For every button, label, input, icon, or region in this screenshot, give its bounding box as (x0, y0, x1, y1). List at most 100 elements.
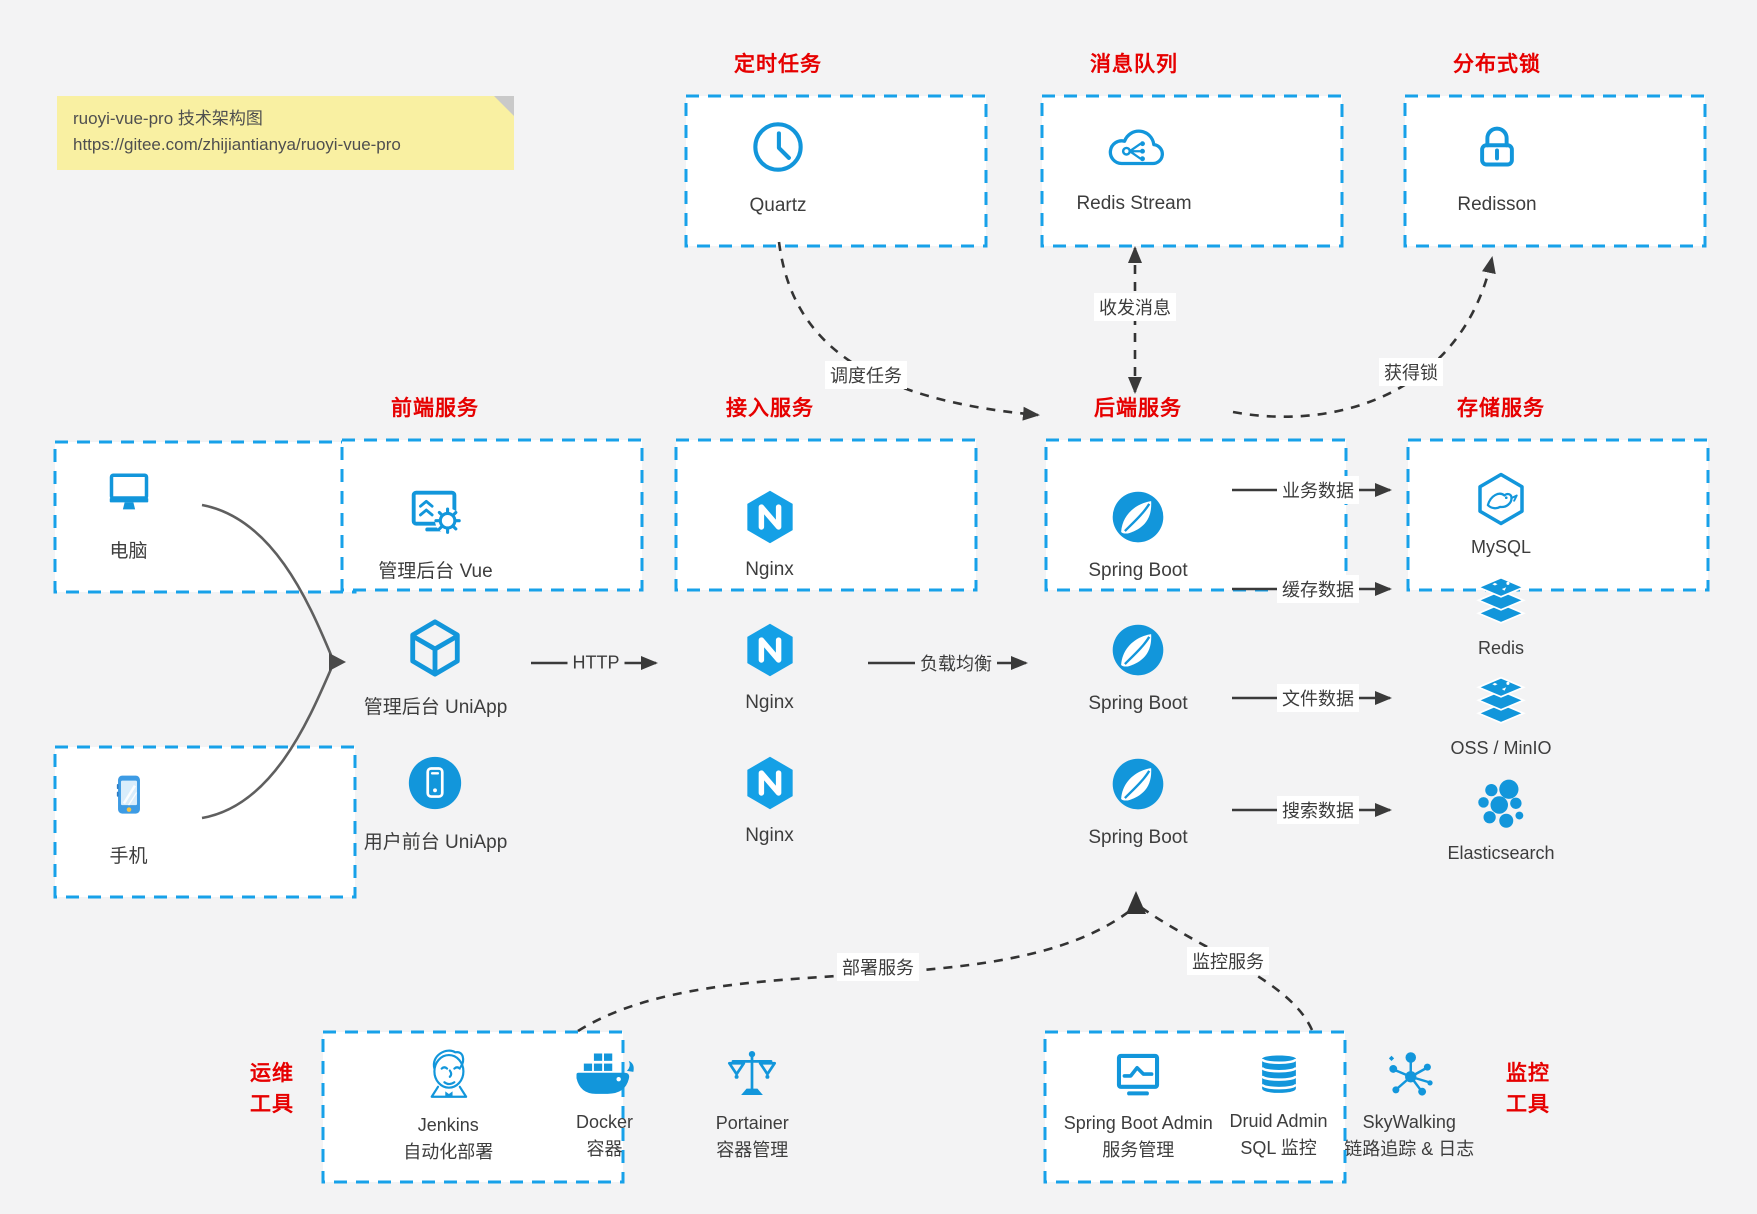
skywalking-sub: 链路追踪 & 日志 (1344, 1139, 1475, 1159)
spring-boot-admin-label: Spring Boot Admin (1063, 1113, 1213, 1133)
docker-whale-icon (571, 1048, 637, 1108)
pc-client-node: 电脑 (53, 440, 357, 594)
elasticsearch-cluster-icon (1473, 777, 1529, 838)
spring-leaf-icon (1108, 620, 1168, 685)
title-backend-services: 后端服务 (1094, 397, 1182, 420)
chart-screen-icon (1109, 1046, 1167, 1109)
nginx-item: Nginx (741, 621, 799, 714)
jenkins-butler-icon (419, 1044, 477, 1111)
smartphone-icon (102, 768, 156, 827)
storage-panel: MySQL Redis (1406, 438, 1710, 895)
edge-label-file-data: 文件数据 (1277, 684, 1359, 712)
elasticsearch-item: Elasticsearch (1447, 777, 1555, 864)
edge-label-business-data: 业务数据 (1277, 476, 1359, 504)
frontend-panel: 管理后台 Vue 管理后台 UniApp (340, 438, 644, 895)
layer-stack-icon (1473, 676, 1529, 733)
edge-label-message: 收发消息 (1094, 293, 1176, 321)
druid-admin-label: Druid Admin (1229, 1111, 1328, 1131)
note-fold-corner (494, 96, 514, 116)
spring-boot-item: Spring Boot (1088, 620, 1188, 715)
monitoring-tools-panel: Spring Boot Admin 服务管理 Druid Admin SQL 监… (1043, 1030, 1493, 1184)
dashed-border (1040, 94, 1344, 248)
skywalking-label: SkyWalking (1362, 1112, 1456, 1132)
gateway-panel: Nginx Nginx Nginx (674, 438, 978, 895)
jenkins-label: Jenkins (417, 1115, 479, 1135)
skywalking-item: SkyWalking 链路追踪 & 日志 (1344, 1047, 1474, 1161)
oss-minio-item: OSS / MinIO (1450, 676, 1552, 759)
title-monitoring-tools: 监控 工具 (1506, 1062, 1550, 1116)
redis-stream-label: Redis Stream (1076, 193, 1192, 215)
nginx-hexagon-icon (741, 754, 799, 817)
spring-boot-admin-item: Spring Boot Admin 服务管理 (1064, 1046, 1213, 1162)
portainer-sub: 容器管理 (716, 1140, 789, 1160)
edge-label-cache-data: 缓存数据 (1277, 575, 1359, 603)
admin-uniapp-item: 管理后台 UniApp (363, 617, 508, 719)
layer-stack-icon (1473, 576, 1529, 633)
nginx-label: Nginx (745, 692, 794, 713)
title-ops-tools: 运维 工具 (250, 1062, 294, 1116)
title-gateway-services: 接入服务 (726, 397, 814, 420)
oss-minio-label: OSS / MinIO (1450, 738, 1552, 759)
redisson-node: Redisson (1403, 94, 1707, 248)
padlock-icon (1469, 119, 1525, 180)
ops-tools-panel: Jenkins 自动化部署 Docker 容器 (321, 1030, 869, 1184)
spring-boot-item: Spring Boot (1088, 487, 1188, 582)
edge-label-schedule: 调度任务 (825, 361, 907, 389)
title-scheduled-tasks: 定时任务 (734, 53, 822, 76)
nginx-item: Nginx (741, 754, 799, 847)
sticky-note: ruoyi-vue-pro 技术架构图 https://gitee.com/zh… (57, 96, 514, 170)
edge-label-monitor: 监控服务 (1187, 947, 1269, 975)
jenkins-item: Jenkins 自动化部署 (403, 1044, 493, 1164)
admin-vue-item: 管理后台 Vue (378, 481, 493, 583)
pc-label: 电脑 (109, 541, 148, 563)
spring-leaf-icon (1108, 754, 1168, 819)
dashed-border (684, 94, 988, 248)
mysql-dolphin-icon (1473, 471, 1529, 532)
dashed-border (340, 438, 644, 592)
spring-boot-item: Spring Boot (1088, 754, 1188, 849)
docker-label: Docker (575, 1111, 633, 1132)
edge-label-search-data: 搜索数据 (1277, 796, 1359, 824)
note-title: ruoyi-vue-pro 技术架构图 (73, 109, 263, 128)
edge-acquire-lock-arrow (1232, 256, 1496, 419)
redis-label: Redis (1477, 637, 1525, 658)
admin-screen-gear-icon (404, 481, 466, 548)
quartz-label: Quartz (749, 195, 807, 216)
database-icon (1252, 1048, 1306, 1107)
title-frontend-services: 前端服务 (391, 397, 479, 420)
portainer-label: Portainer (715, 1113, 789, 1133)
admin-uniapp-label: 管理后台 UniApp (363, 696, 508, 718)
dashed-border (1044, 438, 1348, 592)
portainer-item: Portainer 容器管理 (716, 1046, 789, 1162)
user-uniapp-label: 用户前台 UniApp (363, 831, 508, 853)
mobile-label: 手机 (109, 845, 148, 867)
mysql-label: MySQL (1470, 537, 1531, 558)
mysql-item: MySQL (1471, 471, 1531, 558)
quartz-node: Quartz (684, 94, 988, 248)
redis-item: Redis (1473, 576, 1529, 659)
title-message-queue: 消息队列 (1090, 53, 1178, 76)
edge-label-acquire-lock: 获得锁 (1379, 358, 1443, 386)
dashed-border (1043, 1030, 1347, 1184)
spring-boot-label: Spring Boot (1088, 693, 1188, 714)
desktop-icon (101, 463, 157, 524)
scales-icon (723, 1046, 781, 1109)
nginx-item: Nginx (741, 488, 799, 581)
admin-vue-label: 管理后台 Vue (378, 561, 493, 583)
mobile-client-node: 手机 (53, 745, 357, 899)
elasticsearch-label: Elasticsearch (1447, 842, 1555, 863)
druid-admin-item: Druid Admin SQL 监控 (1230, 1048, 1328, 1160)
nginx-label: Nginx (745, 559, 794, 580)
clock-icon (749, 118, 807, 181)
edge-schedule-arrow (777, 241, 1040, 421)
nginx-hexagon-icon (741, 621, 799, 684)
backend-panel: Spring Boot Spring Boot Spring Boot (1044, 438, 1348, 895)
topology-icon (1381, 1047, 1437, 1108)
cube-icon (404, 617, 466, 684)
spring-boot-label: Spring Boot (1088, 559, 1188, 581)
spring-boot-label: Spring Boot (1088, 826, 1188, 848)
jenkins-sub: 自动化部署 (403, 1142, 494, 1162)
redis-stream-node: Redis Stream (1040, 94, 1344, 248)
user-uniapp-item: 用户前台 UniApp (363, 752, 508, 854)
